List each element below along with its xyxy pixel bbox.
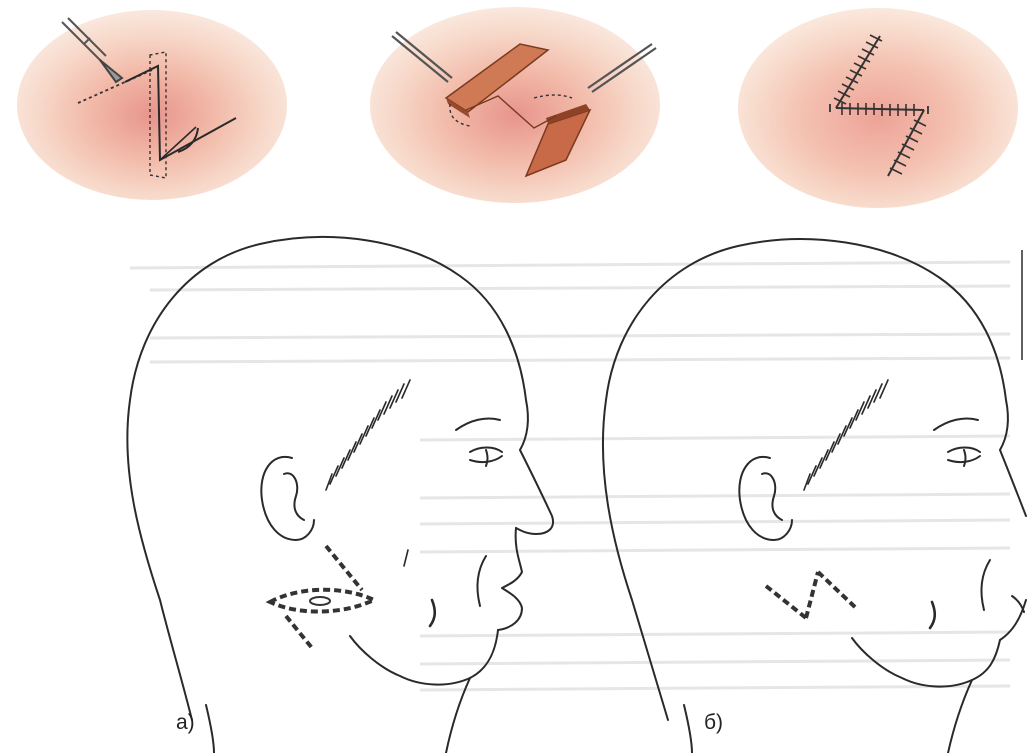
panel-label-a: а)	[176, 712, 195, 733]
step1-incision-plan	[17, 10, 287, 200]
head-a-outline	[127, 237, 526, 720]
head-b-outline	[603, 239, 1006, 720]
step3-sutured-result	[738, 8, 1018, 208]
ear-a	[261, 457, 314, 540]
head-a	[127, 237, 553, 753]
panel-label-b: б)	[704, 712, 723, 733]
ear-b	[739, 457, 792, 540]
background-texture	[130, 262, 1010, 690]
scar-z-result-b	[766, 572, 856, 618]
step2-flap-transposition	[370, 7, 660, 203]
skin-disc-1	[17, 10, 287, 200]
skin-disc-2	[370, 7, 660, 203]
